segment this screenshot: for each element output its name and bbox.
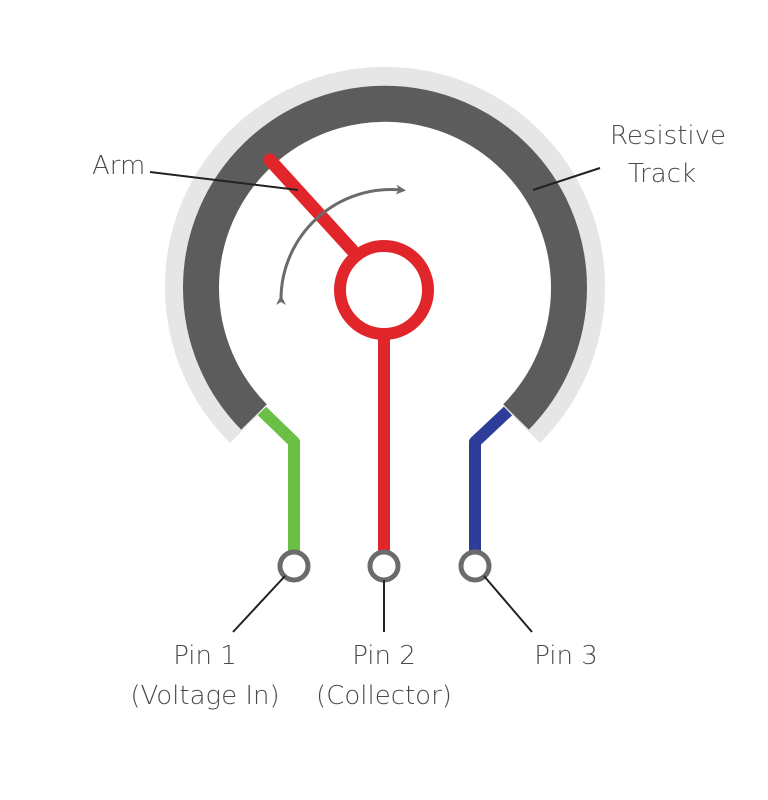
pin3-lead bbox=[469, 406, 513, 553]
pin3-leader-line bbox=[483, 575, 533, 633]
pin1-lead bbox=[257, 406, 300, 553]
track-label-line2: Track bbox=[628, 159, 696, 189]
pin1-label-line1: Pin 1 bbox=[173, 641, 237, 671]
track-label-line1: Resistive bbox=[610, 121, 726, 151]
pin3-label: Pin 3 bbox=[534, 641, 598, 671]
wiper-arm bbox=[263, 153, 359, 257]
pin2-label-line1: Pin 2 bbox=[352, 641, 416, 671]
track-leader-line bbox=[532, 167, 601, 191]
pin1-leader-line bbox=[232, 575, 286, 633]
pin2-label-line2: (Collector) bbox=[316, 681, 452, 711]
resistive-track bbox=[183, 85, 587, 430]
arm-leader-line bbox=[149, 171, 299, 191]
rotation-arrow-icon bbox=[276, 184, 406, 306]
arm-label: Arm bbox=[92, 151, 145, 181]
collector-hub bbox=[334, 240, 434, 340]
pin2-terminal bbox=[367, 549, 401, 583]
pin1-terminal bbox=[277, 549, 311, 583]
pin3-terminal bbox=[458, 549, 492, 583]
pin1-label-line2: (Voltage In) bbox=[130, 681, 279, 711]
